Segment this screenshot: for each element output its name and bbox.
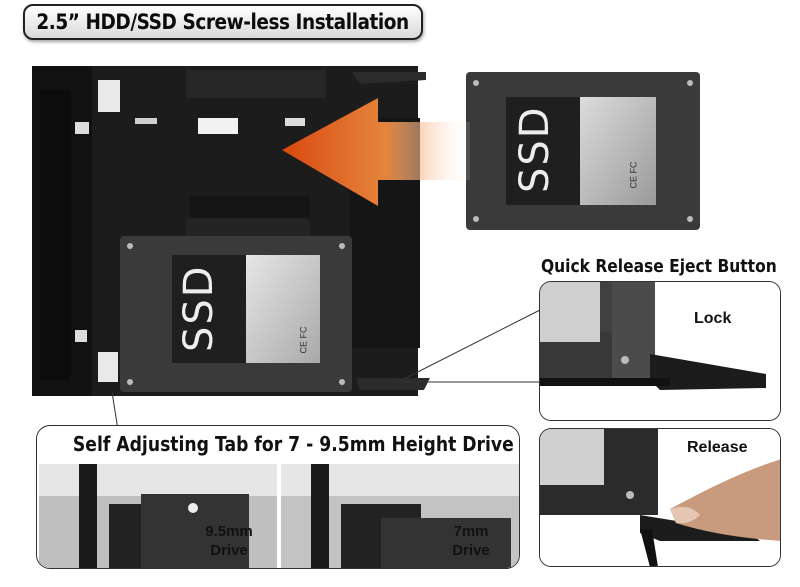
- lock-photo: [540, 282, 780, 420]
- left-drive-label: 9.5mm Drive: [189, 522, 269, 560]
- loose-ssd-cert: CE FC: [628, 161, 639, 189]
- tab-photo-7mm: 7mm Drive: [281, 464, 519, 568]
- loose-ssd: [466, 72, 700, 230]
- tab-photo-9-5mm: 9.5mm Drive: [39, 464, 277, 568]
- tab-section-title: Self Adjusting Tab for 7 - 9.5mm Height …: [72, 432, 514, 456]
- right-drive-label: 7mm Drive: [431, 522, 511, 560]
- installed-ssd-cert: CE FC: [298, 326, 309, 354]
- release-photo: [540, 429, 780, 566]
- left-drive-size: 9.5mm: [205, 523, 253, 540]
- self-adjusting-tab-panel: Self Adjusting Tab for 7 - 9.5mm Height …: [36, 425, 520, 569]
- right-drive-unit: Drive: [452, 542, 490, 559]
- insert-arrow: [282, 98, 470, 206]
- installed-ssd: [120, 236, 352, 392]
- installed-ssd-badge: SSD: [176, 264, 222, 352]
- page-title-box: 2.5” HDD/SSD Screw-less Installation: [23, 4, 423, 40]
- release-label: Release: [687, 439, 748, 456]
- lock-inset: Lock: [539, 281, 781, 421]
- left-drive-unit: Drive: [210, 542, 248, 559]
- page-title: 2.5” HDD/SSD Screw-less Installation: [36, 10, 410, 34]
- release-inset: Release: [539, 428, 781, 567]
- loose-ssd-badge: SSD: [512, 105, 558, 193]
- lock-label: Lock: [694, 310, 732, 327]
- bracket-tray: [32, 66, 430, 396]
- eject-section-title: Quick Release Eject Button: [541, 256, 777, 277]
- right-drive-size: 7mm: [453, 523, 489, 540]
